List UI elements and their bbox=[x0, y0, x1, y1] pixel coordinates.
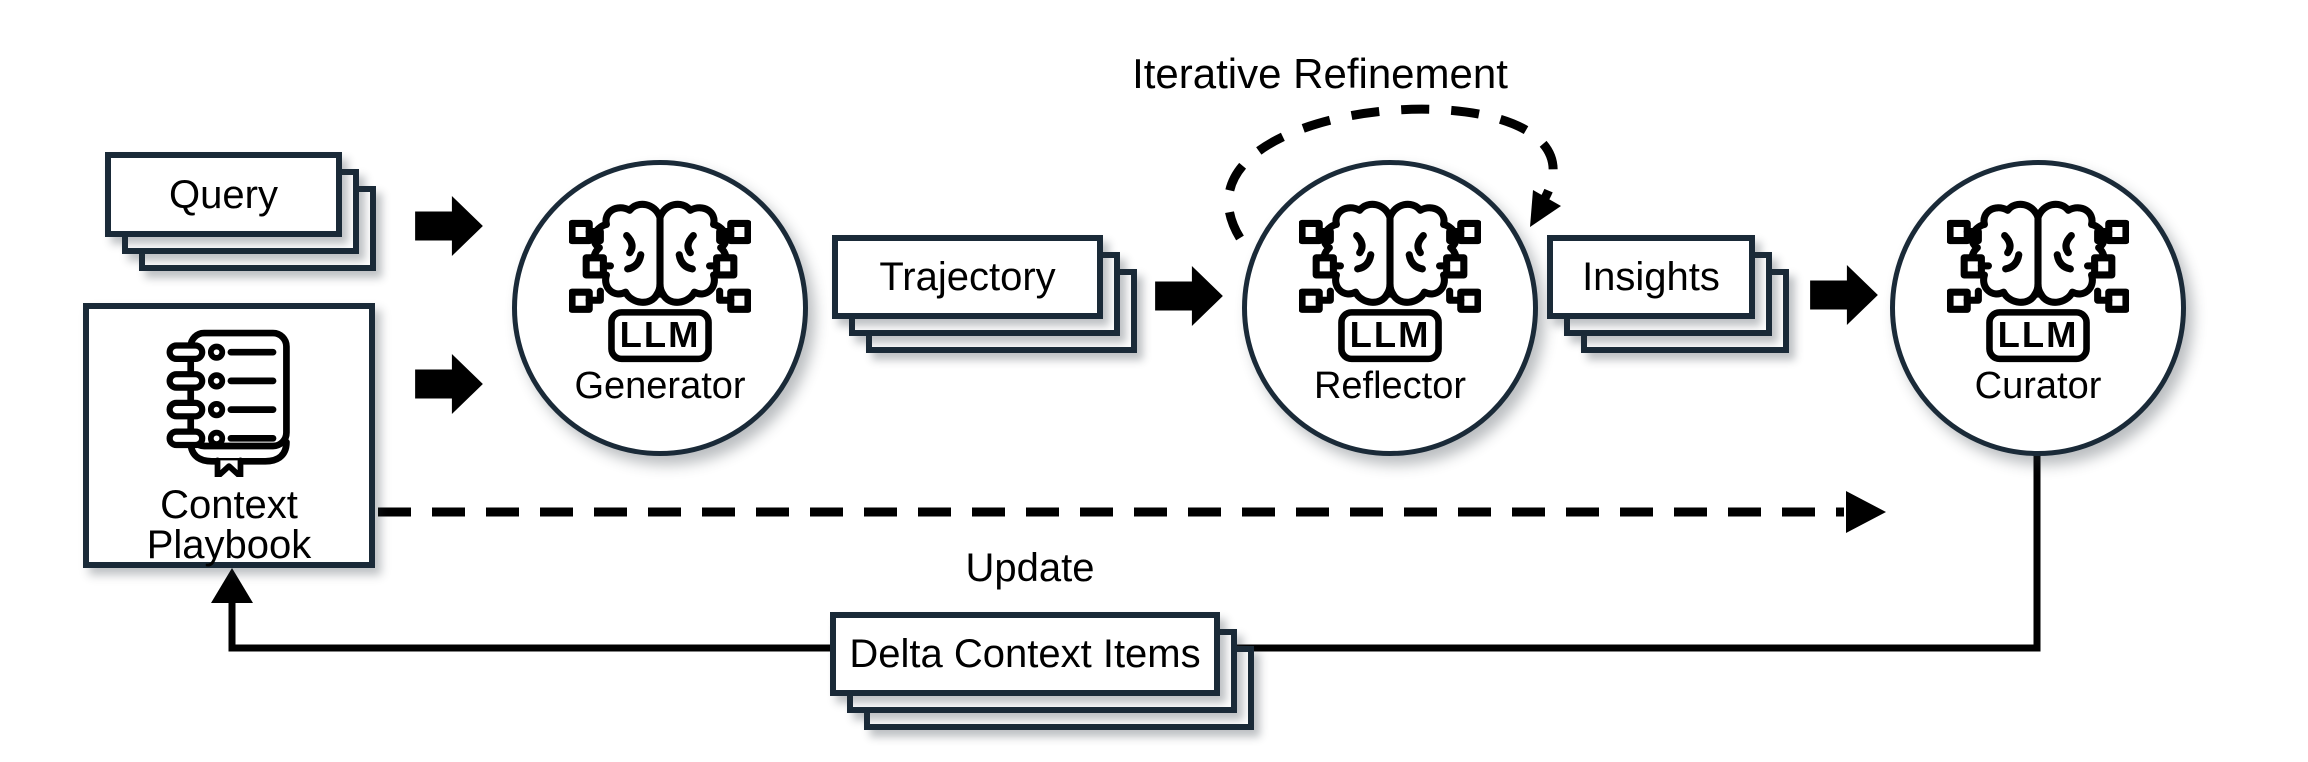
brain-circuit-icon: LLM bbox=[569, 193, 751, 363]
delta-context-items-box: Delta Context Items bbox=[830, 612, 1220, 696]
query-label: Query bbox=[169, 172, 278, 217]
context-playbook-label-line2: Playbook bbox=[146, 523, 312, 567]
generator-node: LLM Generator bbox=[512, 160, 808, 456]
llm-badge: LLM bbox=[1998, 314, 2079, 355]
update-dashed-arrow bbox=[378, 491, 1886, 533]
trajectory-box: Trajectory bbox=[832, 235, 1103, 319]
context-playbook-label-line1: Context bbox=[160, 483, 298, 527]
curator-label: Curator bbox=[1974, 365, 2102, 407]
arrow-query-to-generator bbox=[415, 196, 483, 256]
context-playbook-box: Context Playbook bbox=[83, 303, 375, 568]
trajectory-stack: Trajectory bbox=[832, 235, 1137, 353]
reflector-node: LLM Reflector bbox=[1242, 160, 1538, 456]
insights-stack: Insights bbox=[1547, 235, 1789, 353]
query-box: Query bbox=[105, 152, 342, 237]
spiral-notebook-icon bbox=[166, 329, 290, 477]
update-annotation: Update bbox=[965, 546, 1095, 590]
delta-context-items-stack: Delta Context Items bbox=[830, 612, 1254, 730]
llm-badge: LLM bbox=[1350, 314, 1431, 355]
iterative-refinement-annotation: Iterative Refinement bbox=[1132, 50, 1508, 97]
arrow-trajectory-to-reflector bbox=[1155, 266, 1223, 326]
delta-context-items-label: Delta Context Items bbox=[849, 632, 1201, 676]
llm-badge: LLM bbox=[620, 314, 701, 355]
generator-label: Generator bbox=[574, 365, 746, 407]
trajectory-label: Trajectory bbox=[879, 255, 1056, 299]
brain-circuit-icon: LLM bbox=[1947, 193, 2129, 363]
brain-circuit-icon: LLM bbox=[1299, 193, 1481, 363]
reflector-label: Reflector bbox=[1313, 365, 1467, 407]
iterative-refinement-loop-arrow bbox=[1224, 104, 1561, 241]
insights-box: Insights bbox=[1547, 235, 1755, 319]
arrow-insights-to-curator bbox=[1810, 265, 1878, 325]
insights-label: Insights bbox=[1582, 255, 1720, 299]
curator-node: LLM Curator bbox=[1890, 160, 2186, 456]
arrow-playbook-to-generator bbox=[415, 354, 483, 414]
context-playbook-label: Context Playbook bbox=[89, 485, 369, 565]
query-stack: Query bbox=[105, 152, 376, 271]
